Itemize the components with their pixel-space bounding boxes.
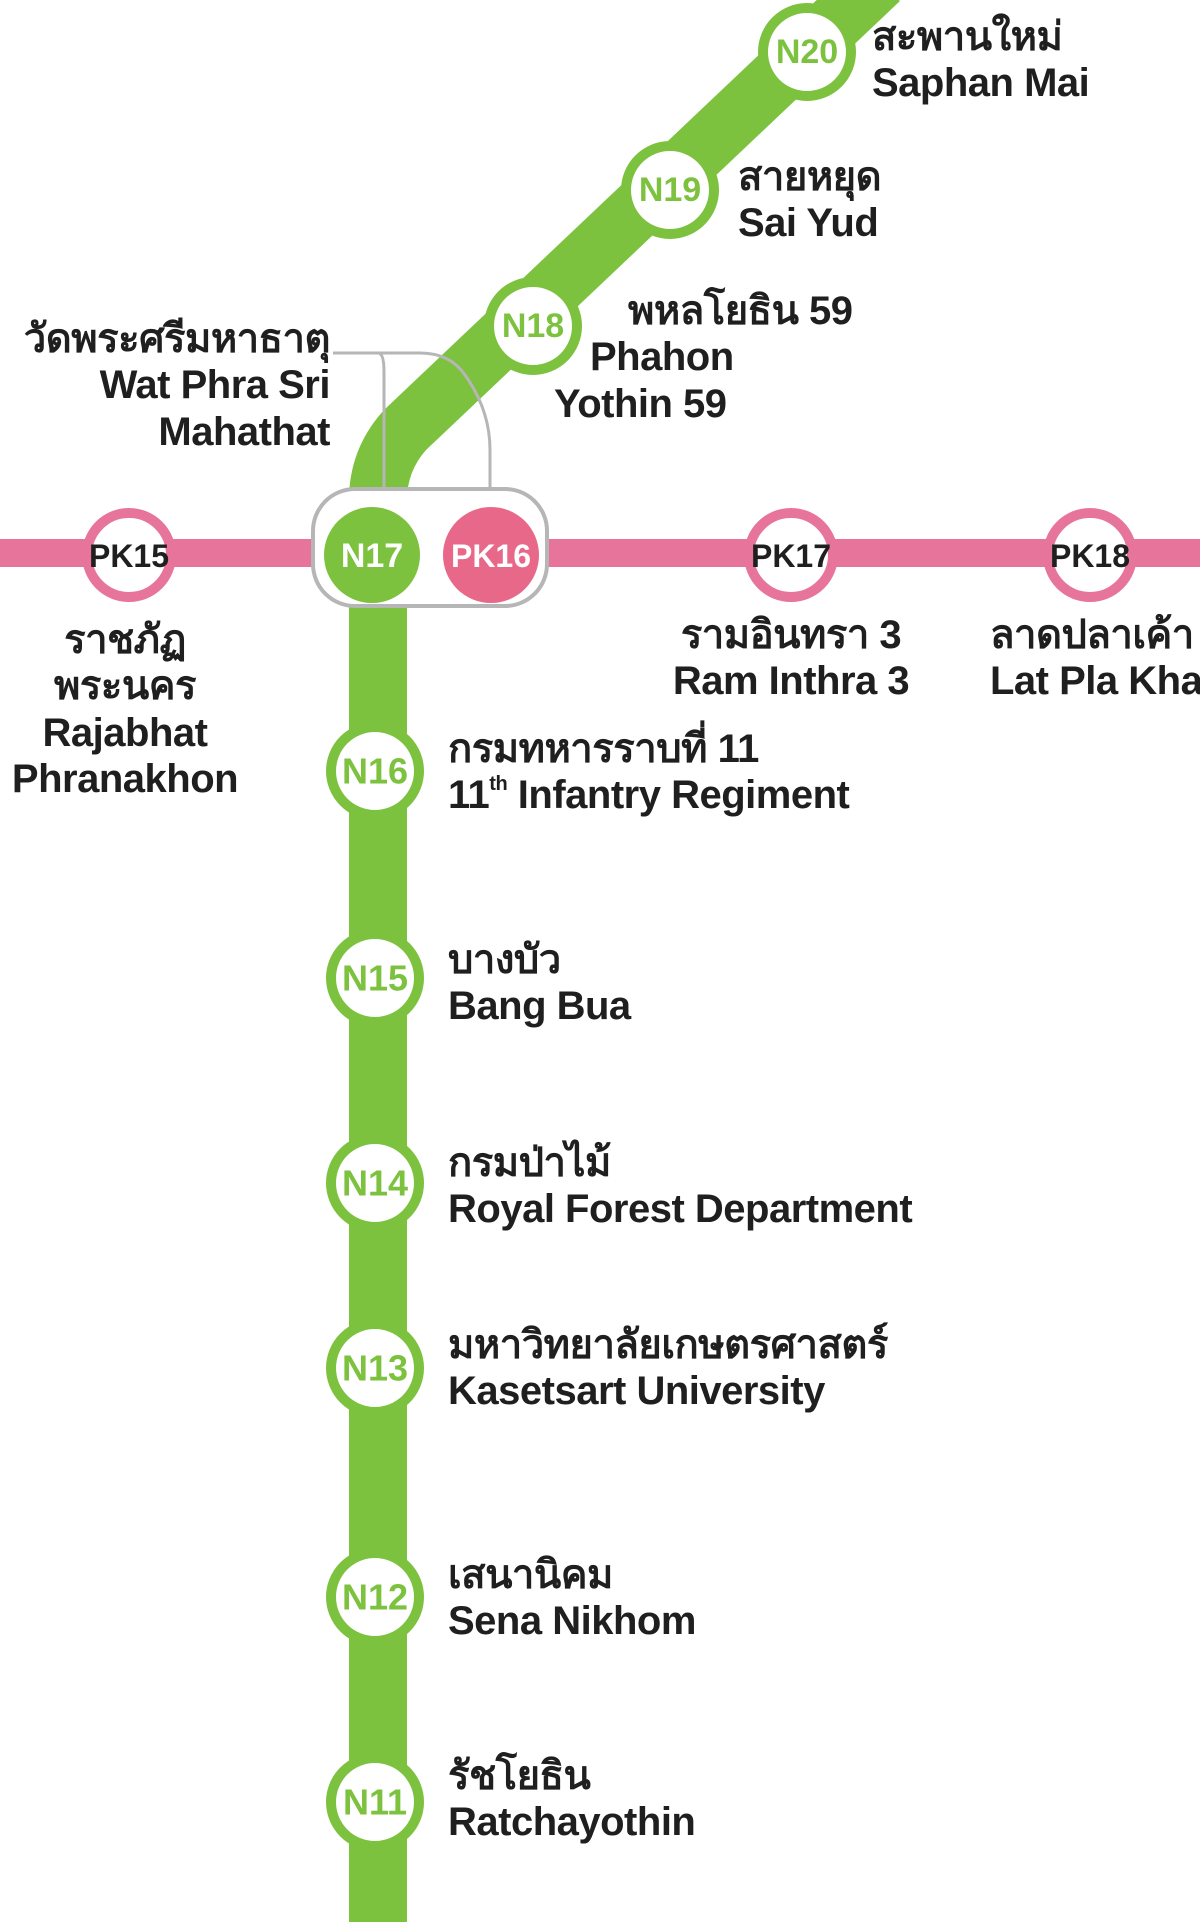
label-english: Lat Pla Khao [990, 659, 1200, 704]
interchange-connector [333, 351, 492, 495]
label-N13: มหาวิทยาลัยเกษตรศาสตร์ Kasetsart Univers… [448, 1322, 888, 1415]
station-marker[interactable] [326, 722, 424, 820]
label-N20: สะพานใหม่ Saphan Mai [872, 14, 1090, 107]
label-thai: สายหยุด [738, 155, 882, 199]
station-marker[interactable] [326, 1548, 424, 1646]
label-N11: รัชโยธิน Ratchayothin [448, 1753, 696, 1846]
pink-line-track [0, 539, 1200, 567]
label-english: Royal Forest Department [448, 1187, 913, 1232]
label-N12: เสนานิคม Sena Nikhom [448, 1552, 696, 1645]
station-marker[interactable] [324, 507, 420, 603]
label-thai: เสนานิคม [448, 1553, 613, 1597]
label-english-line-1: Wat Phra Sri [99, 363, 331, 408]
label-english-line-2: Mahathat [158, 409, 330, 454]
label-english-line-2: Yothin 59 [554, 381, 727, 426]
label-thai: ลาดปลาเค้า [990, 613, 1194, 657]
station-N14[interactable]: N14 [326, 1134, 424, 1232]
station-code: PK15 [89, 538, 169, 574]
label-thai: รามอินทรา 3 [680, 613, 902, 657]
interchange-connector-inner [377, 351, 386, 495]
station-code: N12 [342, 1577, 408, 1618]
label-thai: กรมป่าไม้ [448, 1141, 611, 1185]
label-english: Ram Inthra 3 [672, 659, 910, 704]
station-code: N19 [639, 171, 701, 209]
label-english: Sai Yud [738, 201, 879, 246]
station-marker[interactable] [326, 1319, 424, 1417]
label-thai: รัชโยธิน [448, 1754, 591, 1798]
label-english-line-1: Phahon [590, 335, 734, 380]
station-code: PK17 [751, 538, 831, 574]
label-english-line-2: Phranakhon [11, 757, 239, 802]
station-PK17[interactable]: PK17 [744, 508, 838, 602]
station-marker[interactable] [758, 3, 856, 101]
label-thai-line-2: พระนคร [54, 664, 196, 709]
label-english: Kasetsart University [448, 1369, 825, 1414]
label-english-line-1: Rajabhat [42, 710, 208, 755]
station-code: PK16 [451, 538, 531, 574]
station-marker[interactable] [621, 141, 719, 239]
label-N15: บางบัว Bang Bua [448, 937, 631, 1030]
station-code: PK18 [1050, 538, 1130, 574]
label-thai: มหาวิทยาลัยเกษตรศาสตร์ [448, 1323, 888, 1367]
label-english-ordinal: th [489, 773, 508, 796]
label-english: Ratchayothin [448, 1800, 696, 1845]
station-marker[interactable] [484, 277, 582, 375]
station-PK15[interactable]: PK15 [82, 508, 176, 602]
label-thai: บางบัว [448, 938, 561, 982]
station-N20[interactable]: N20 [758, 3, 856, 101]
station-PK16[interactable]: PK16 [443, 507, 539, 603]
label-thai: พหลโยธิน 59 [628, 289, 853, 333]
label-N14: กรมป่าไม้ Royal Forest Department [448, 1140, 913, 1233]
label-thai: สะพานใหม่ [872, 15, 1063, 59]
station-N11[interactable]: N11 [326, 1753, 424, 1851]
label-english: Saphan Mai [872, 61, 1090, 106]
label-N18: พหลโยธิน 59 Phahon Yothin 59 [554, 288, 853, 427]
label-PK17: รามอินทรา 3 Ram Inthra 3 [640, 612, 942, 705]
station-N13[interactable]: N13 [326, 1319, 424, 1417]
station-N17[interactable]: N17 [324, 507, 420, 603]
station-code: N14 [342, 1163, 408, 1204]
label-thai: กรมทหารราบที่ 11 [448, 727, 759, 771]
station-N16[interactable]: N16 [326, 722, 424, 820]
station-marker[interactable] [326, 929, 424, 1027]
label-PK15: ราชภัฏ พระนคร Rajabhat Phranakhon [0, 617, 250, 803]
station-code: N13 [342, 1348, 408, 1389]
station-code: N18 [502, 307, 564, 345]
label-N19: สายหยุด Sai Yud [738, 154, 882, 247]
label-N17: วัดพระศรีมหาธาตุ Wat Phra Sri Mahathat [23, 316, 331, 455]
label-PK18: ลาดปลาเค้า Lat Pla Khao [990, 612, 1200, 705]
station-N15[interactable]: N15 [326, 929, 424, 1027]
station-code: N16 [342, 751, 408, 792]
station-code: N11 [343, 1782, 407, 1823]
station-marker[interactable] [744, 508, 838, 602]
station-code: N17 [341, 537, 403, 575]
station-marker[interactable] [443, 507, 539, 603]
label-thai-line-1: ราชภัฏ [64, 618, 186, 662]
label-english-number: 11 [448, 773, 490, 818]
station-marker[interactable] [326, 1753, 424, 1851]
label-N16: กรมทหารราบที่ 11 11th Infantry Regiment [448, 726, 850, 819]
label-thai: วัดพระศรีมหาธาตุ [23, 317, 331, 361]
label-english: Sena Nikhom [448, 1599, 696, 1644]
station-marker[interactable] [1043, 508, 1137, 602]
label-english: 11th Infantry Regiment [448, 772, 850, 818]
station-PK18[interactable]: PK18 [1043, 508, 1137, 602]
station-marker[interactable] [82, 508, 176, 602]
station-code: N15 [342, 958, 408, 999]
station-N12[interactable]: N12 [326, 1548, 424, 1646]
station-N19[interactable]: N19 [621, 141, 719, 239]
station-code: N20 [776, 33, 838, 71]
label-english-rest: Infantry Regiment [507, 773, 850, 818]
label-english: Bang Bua [448, 984, 631, 1029]
station-marker[interactable] [326, 1134, 424, 1232]
station-N18[interactable]: N18 [484, 277, 582, 375]
